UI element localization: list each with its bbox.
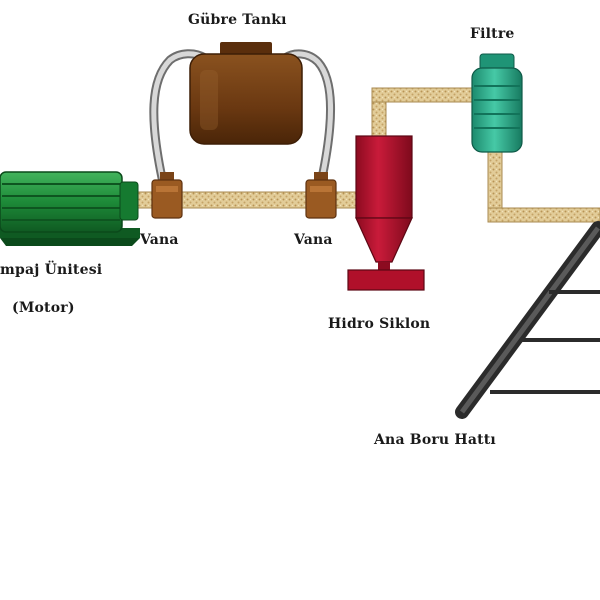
valve-left-label: Vana <box>140 232 179 248</box>
valve-right <box>305 172 337 219</box>
main-pipeline-label: Ana Boru Hattı <box>374 432 496 448</box>
pump-motor <box>0 171 140 246</box>
pump-unit-label: mpaj Ünitesi <box>0 262 103 278</box>
main-pipeline <box>455 221 600 419</box>
fertilizer-tank-label: Gübre Tankı <box>188 12 287 28</box>
valve-right-label: Vana <box>294 232 333 248</box>
tank-hoses <box>149 49 335 183</box>
hydrocyclone <box>347 135 425 291</box>
motor-label: (Motor) <box>12 300 75 316</box>
filter-outlet-pipe <box>487 149 600 223</box>
filter-label: Filtre <box>470 26 515 42</box>
filter <box>471 53 523 153</box>
hydrocyclone-label: Hidro Siklon <box>328 316 431 332</box>
cyclone-to-filter-pipe <box>371 87 475 139</box>
fertilizer-tank <box>189 42 303 145</box>
valve-left <box>151 172 183 219</box>
